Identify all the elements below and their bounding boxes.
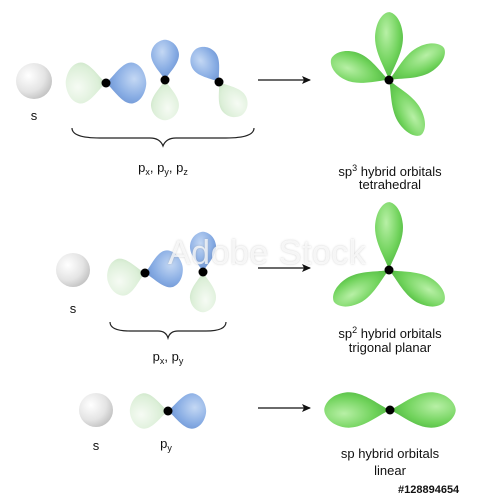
sp2-geometry: trigonal planar [348,340,432,355]
py-orbital [129,393,207,429]
s-label: s [92,438,100,453]
px-orbital [65,62,147,104]
brace-p-orbitals [109,321,227,341]
arrow-sp3 [258,76,311,84]
p-orbitals-label: px, py, pz [138,160,188,177]
s-label: s [69,301,77,316]
sp-geometry: linear [374,463,406,478]
s-orbital-sphere [16,63,52,99]
sp3-geometry: tetrahedral [358,177,422,192]
sp2-hybrid-orbitals [326,202,452,314]
sp3-title: sp3 hybrid orbitals [338,163,442,179]
pz-orbital [184,40,254,124]
arrow-sp2 [258,264,311,272]
sp-hybrid-orbitals [324,392,456,428]
brace-p-orbitals [71,127,255,148]
sp-title: sp hybrid orbitals [340,446,440,461]
stock-watermark: Adobe Stock [168,234,367,272]
s-orbital-sphere [56,253,90,287]
sp2-title: sp2 hybrid orbitals [338,325,442,341]
py-label: py [160,436,172,453]
py-orbital [189,231,217,313]
py-orbital [151,39,179,121]
s-orbital-sphere [79,393,113,427]
s-label: s [30,108,38,123]
stock-id: #128894654 [398,484,460,496]
sp3-hybrid-orbitals [326,12,452,142]
arrow-sp [258,404,311,412]
px-orbital [104,248,186,298]
p-orbitals-label: px, py [152,349,184,366]
